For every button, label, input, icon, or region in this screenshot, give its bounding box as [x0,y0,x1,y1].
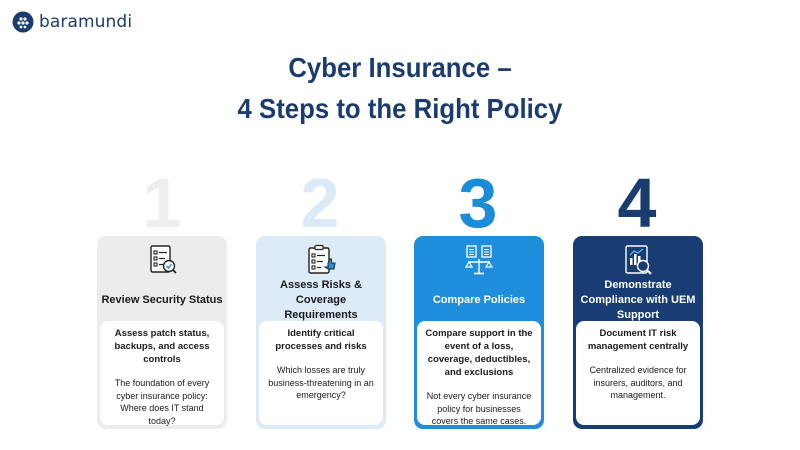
step-3-sub-text: Not every cyber insurance policy for bus… [426,391,532,426]
step-4-main-text: Document IT risk management centrally [587,328,689,352]
step-3-card: Compare Policies Compare support in the … [414,236,544,429]
step-2-card: Assess Risks & Coverage Requirements Ide… [256,236,386,429]
step-3-number: 3 [458,164,498,242]
step-2-main-text: Identify critical processes and risks [275,328,367,352]
page-title: Cyber Insurance – 4 Steps to the Right P… [0,47,800,129]
step-3-main-text: Compare support in the event of a loss, … [425,328,533,378]
brand-name: baramundi [39,12,133,32]
step-4-body: Document IT risk management centrally Ce… [576,321,700,425]
step-1-sub-text: The foundation of every cyber insurance … [114,378,210,426]
step-1-body: Assess patch status, backups, and access… [100,321,224,426]
step-4-title: Demonstrate Compliance with UEM Support [580,278,696,321]
baramundi-logo-icon [12,11,34,33]
step-1-title: Review Security Status [101,293,223,306]
step-1-card: Review Security Status Assess patch stat… [97,236,227,429]
scale-documents-icon [464,245,494,275]
clipboard-thumbs-up-icon [308,244,336,274]
step-4-sub-text: Centralized evidence for insurers, audit… [589,365,687,400]
step-3-title: Compare Policies [432,293,526,306]
step-2-sub-text: Which losses are truly business-threaten… [268,365,374,400]
report-chart-magnifier-icon [625,245,652,275]
baramundi-logo: baramundi [12,10,132,34]
step-4-card: Demonstrate Compliance with UEM Support … [573,236,703,429]
step-2-title: Assess Risks & Coverage Requirements [280,278,362,321]
step-2-number: 2 [300,164,340,242]
step-3-body: Compare support in the event of a loss, … [417,321,541,426]
step-2-body: Identify critical processes and risks Wh… [259,321,383,425]
step-4-number: 4 [617,164,657,242]
checklist-magnifier-icon [150,245,177,274]
step-1-number: 1 [142,164,182,242]
step-1-main-text: Assess patch status, backups, and access… [114,328,210,365]
title-line-1: Cyber Insurance – [288,52,512,83]
title-line-2: 4 Steps to the Right Policy [237,93,563,124]
